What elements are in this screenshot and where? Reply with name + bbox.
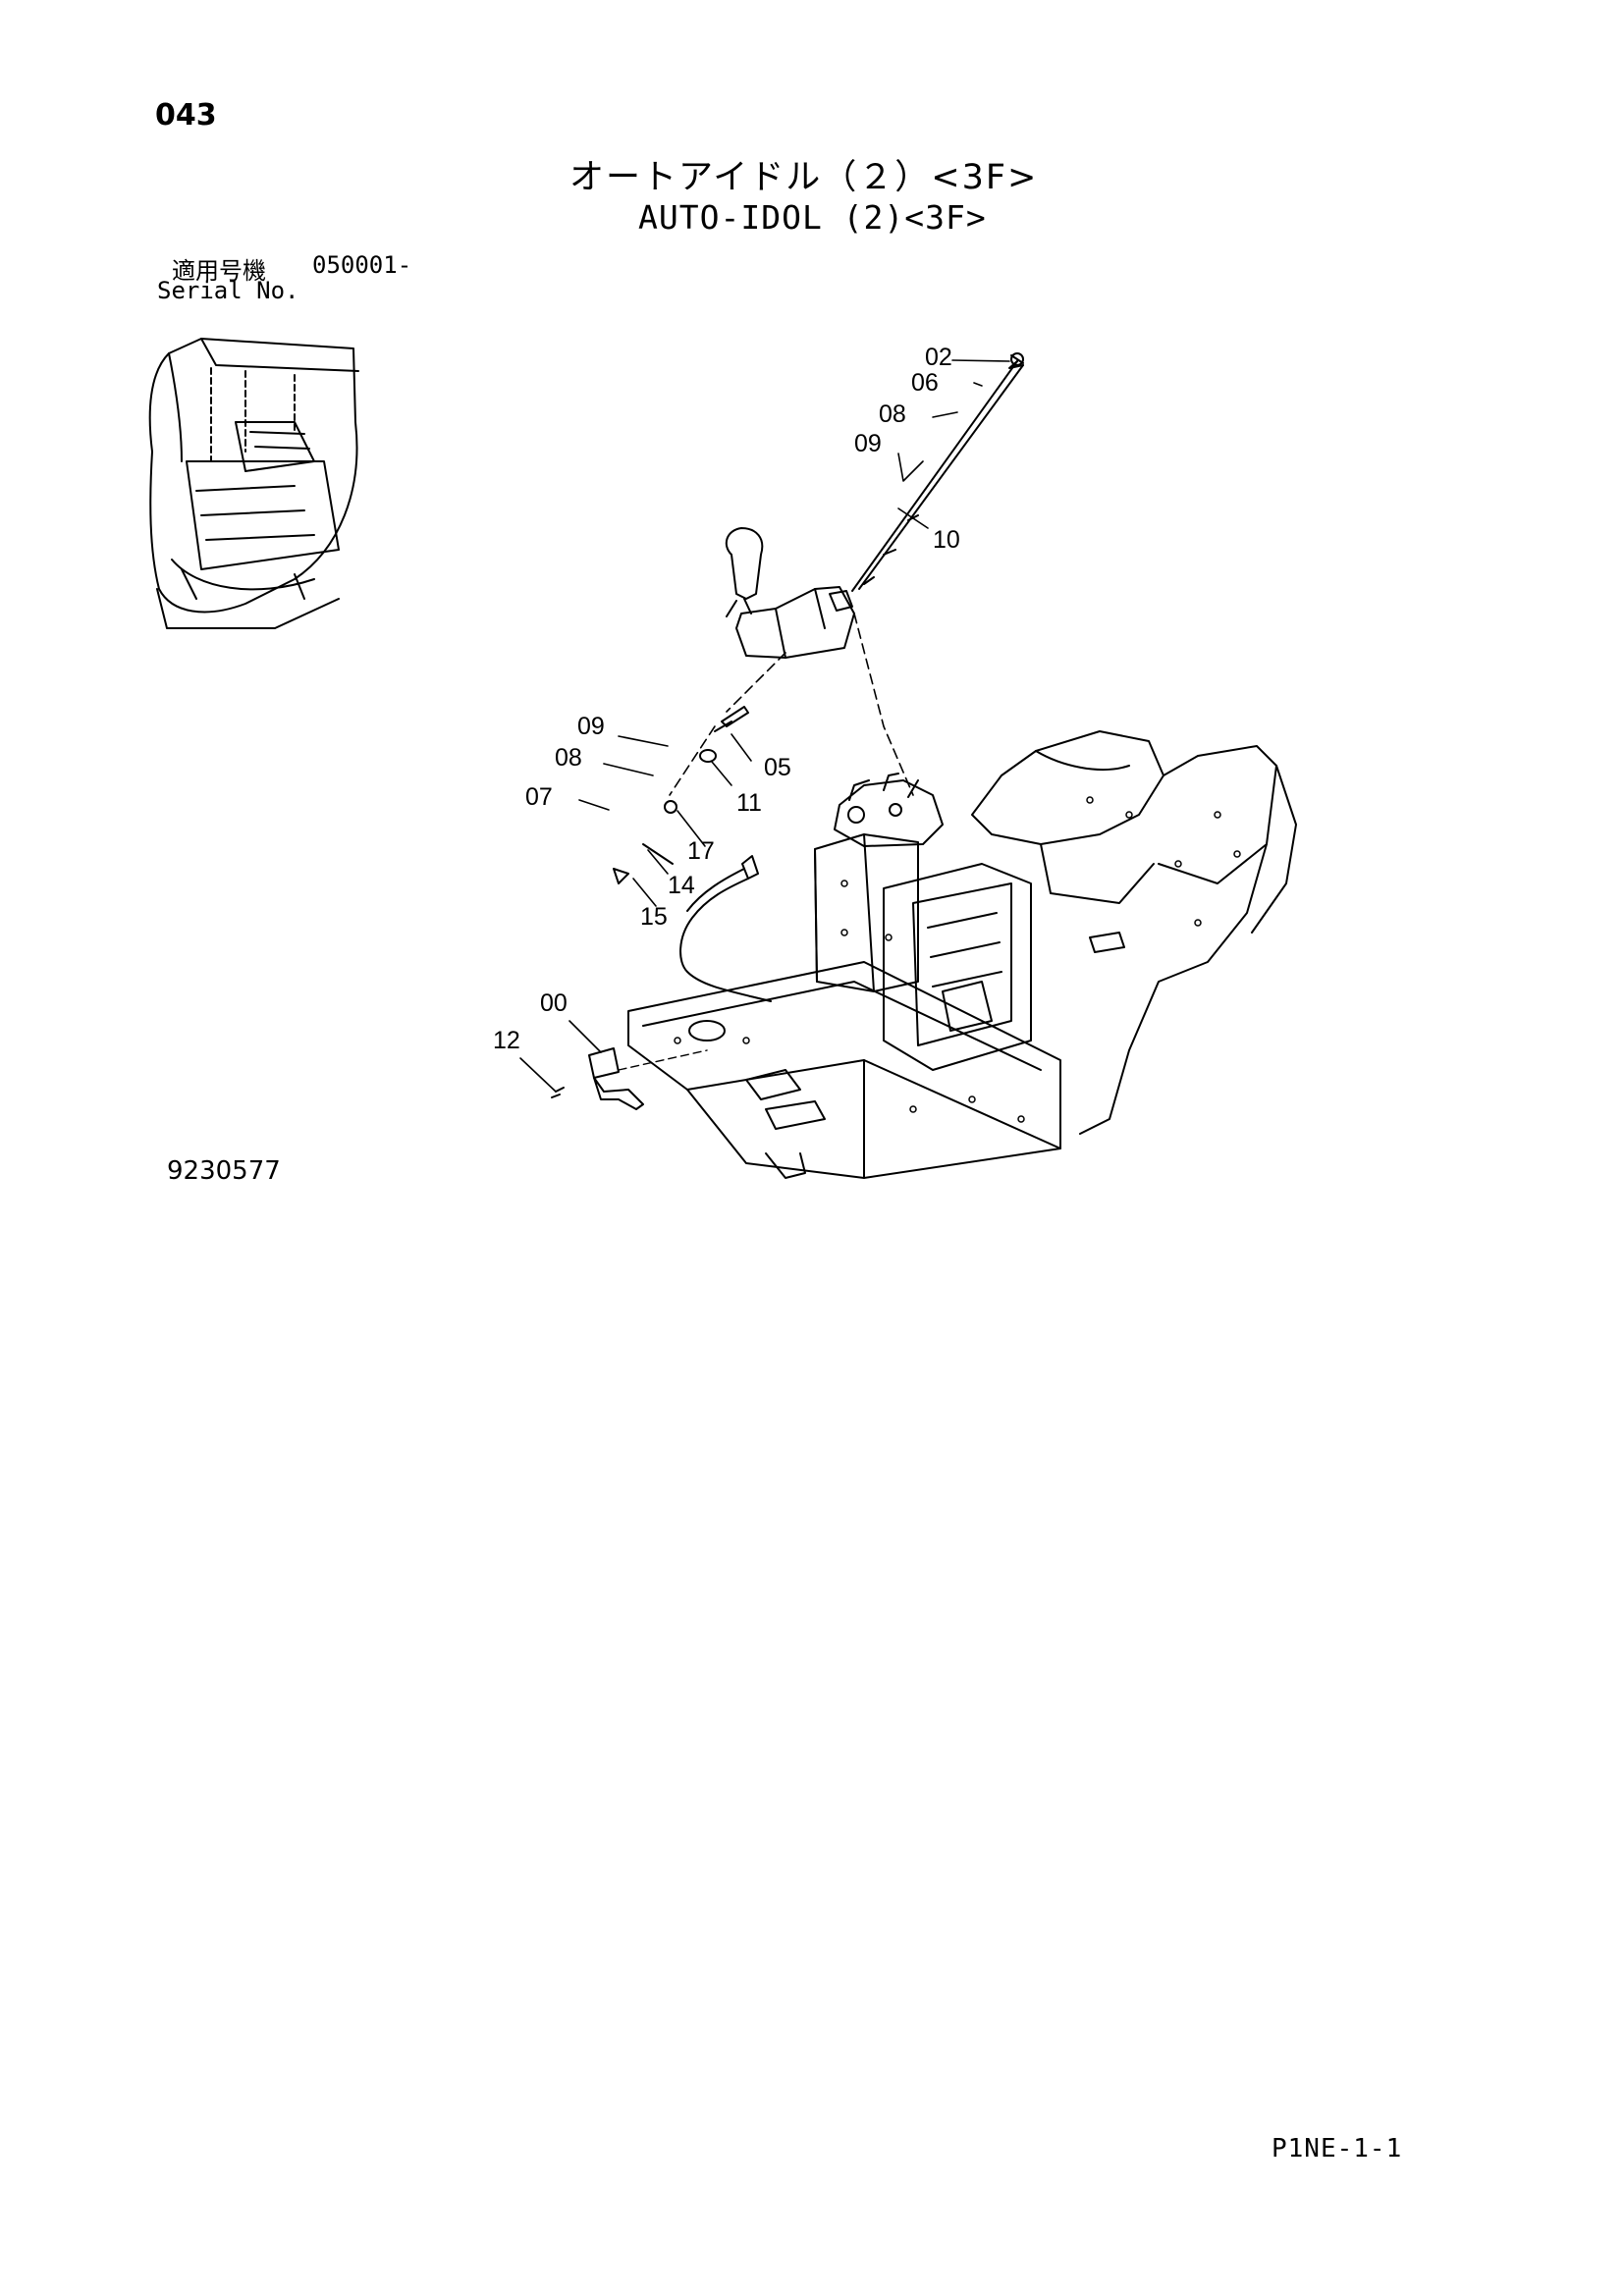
callout-14: 14 <box>668 872 695 899</box>
callout-00: 00 <box>540 989 568 1017</box>
callout-02: 02 <box>925 344 952 371</box>
callout-labels: 02 06 08 09 10 09 08 07 05 11 17 14 15 0… <box>493 344 960 1054</box>
auto-idle-switch <box>551 1047 708 1110</box>
projection-lines <box>669 613 914 796</box>
callout-12: 12 <box>493 1027 520 1054</box>
callout-11: 11 <box>736 789 762 817</box>
serial-label-english: Serial No. <box>157 277 299 304</box>
callout-07: 07 <box>525 783 553 811</box>
page-code: P1NE-1-1 <box>1272 2134 1403 2163</box>
page-number: 043 <box>155 98 217 133</box>
cab-frame-structure <box>627 730 1297 1179</box>
left-small-parts <box>613 706 772 1002</box>
serial-number-value: 050001- <box>312 251 412 279</box>
callout-17: 17 <box>687 837 715 865</box>
callout-15: 15 <box>640 903 668 931</box>
callout-09-lower: 09 <box>577 713 605 740</box>
title-japanese: オートアイドル（２）<3F> <box>569 158 1039 197</box>
cab-keymap-thumbnail <box>148 338 359 629</box>
auto-idle-cable <box>851 352 1024 592</box>
callout-05: 05 <box>764 754 791 781</box>
callout-08: 08 <box>879 400 906 428</box>
serial-label-japanese: 適用号機 <box>172 257 266 285</box>
title-english: AUTO-IDOL (2)<3F> <box>638 198 987 237</box>
callout-08-lower: 08 <box>555 744 582 772</box>
callout-09: 09 <box>854 430 882 457</box>
control-lever <box>725 527 855 659</box>
callout-06: 06 <box>911 369 939 397</box>
callout-10: 10 <box>933 526 960 554</box>
drawing-number: 9230577 <box>167 1156 281 1186</box>
leader-lines <box>519 359 1010 1093</box>
